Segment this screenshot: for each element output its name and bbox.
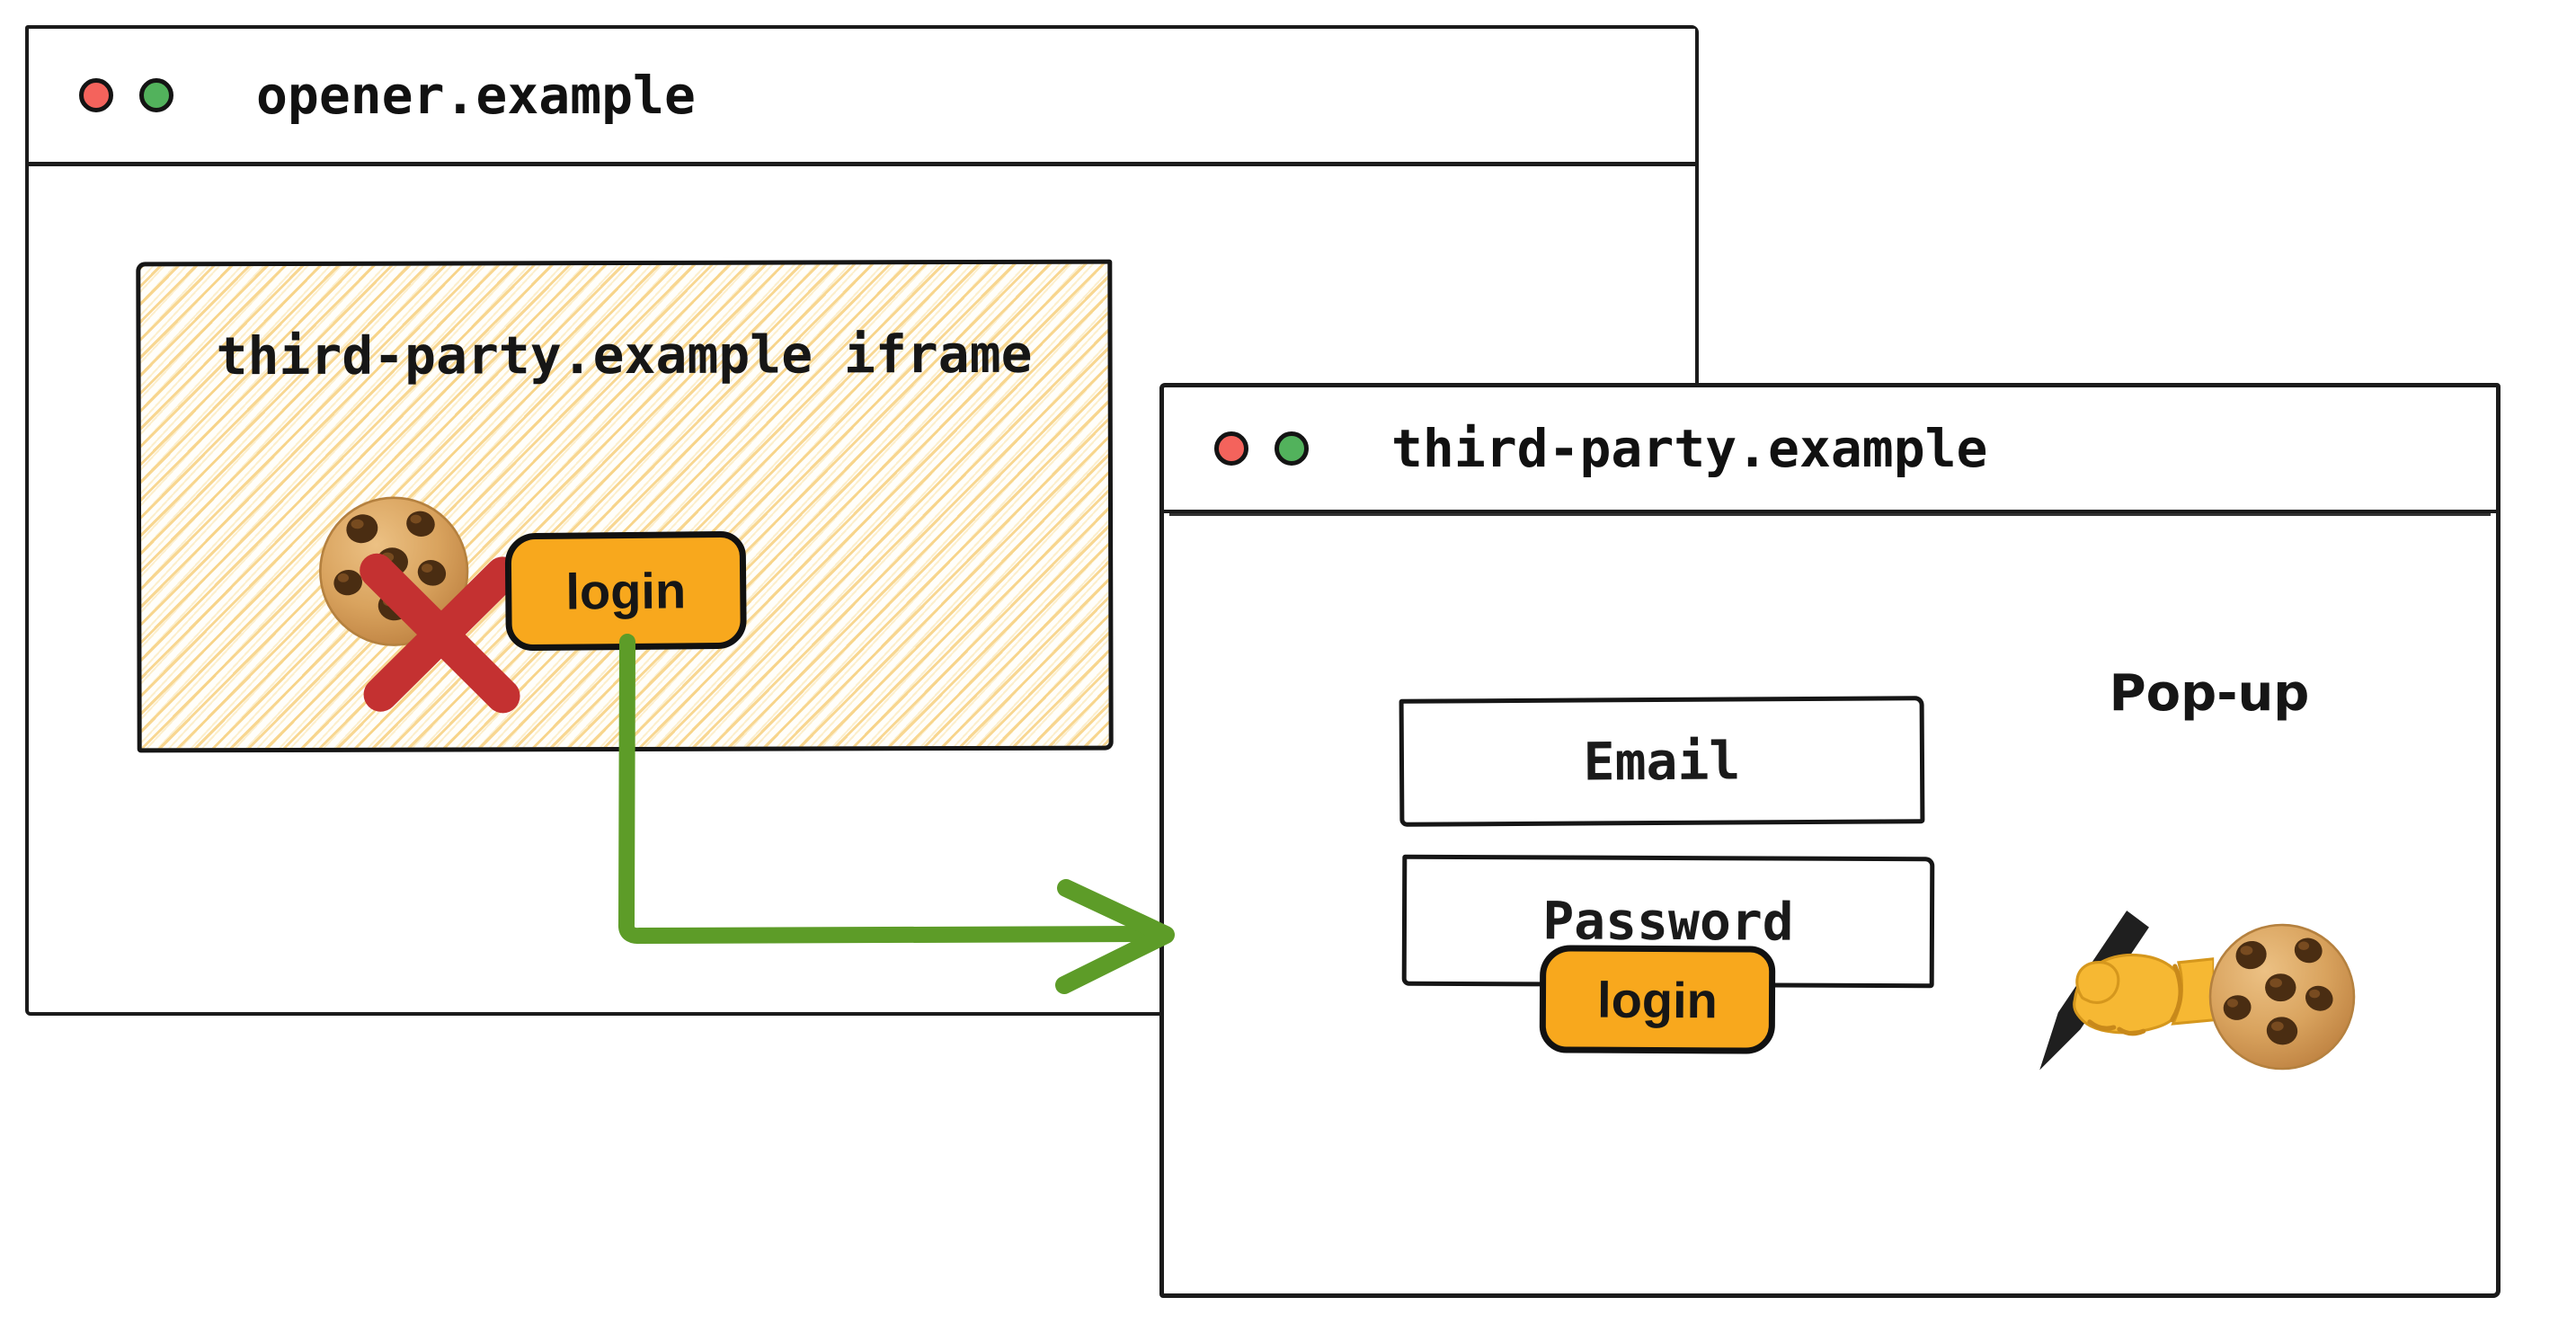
- opener-titlebar: opener.example: [29, 29, 1695, 166]
- cookie-icon: [2205, 920, 2359, 1074]
- popup-login-button[interactable]: login: [1539, 945, 1776, 1054]
- maximize-button-icon[interactable]: [139, 78, 173, 112]
- popup-window: third-party.example Pop-up Email Passwor…: [1159, 383, 2500, 1298]
- email-field[interactable]: Email: [1399, 696, 1925, 827]
- writing-hand-icon: [2027, 909, 2216, 1085]
- iframe-login-button[interactable]: login: [504, 530, 747, 652]
- popup-titlebar: third-party.example: [1164, 387, 2496, 513]
- iframe-label: third-party.example iframe: [216, 323, 1033, 387]
- popup-window-title: third-party.example: [1391, 418, 1988, 479]
- third-party-iframe: third-party.example iframe login: [136, 259, 1114, 753]
- close-button-icon[interactable]: [1214, 431, 1248, 466]
- close-button-icon[interactable]: [79, 78, 113, 112]
- maximize-button-icon[interactable]: [1275, 431, 1309, 466]
- popup-annotation: Pop-up: [2109, 664, 2310, 723]
- opener-window-title: opener.example: [256, 65, 696, 126]
